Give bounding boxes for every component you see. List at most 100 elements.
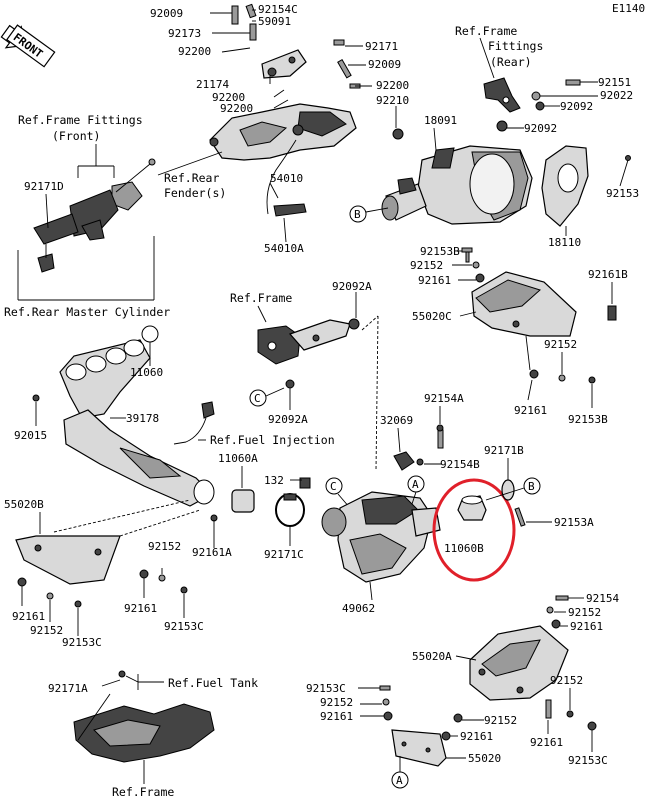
- part-92152-top: 92152: [410, 259, 443, 272]
- part-92152-br: 92152: [568, 606, 601, 619]
- part-92152-br4: 92152: [550, 674, 583, 687]
- callout-c-mid: C: [330, 480, 337, 493]
- callout-c-top: C: [254, 392, 261, 405]
- part-92154a: 92154A: [424, 392, 464, 405]
- part-92200-d: 92200: [220, 102, 253, 115]
- part-55020a: 55020A: [412, 650, 452, 663]
- bracket-55020: [391, 729, 447, 767]
- part-92153c-br2: 92153C: [568, 754, 608, 767]
- part-59091: 59091: [258, 15, 291, 28]
- part-11060b: 11060B: [444, 542, 484, 555]
- frame-crossmember: [73, 703, 215, 763]
- part-92171a-bl: 92171A: [48, 682, 88, 695]
- part-92092-top: 92092: [560, 100, 593, 113]
- part-92161-br4: 92161: [530, 736, 563, 749]
- heat-guard-55020b: [15, 535, 121, 585]
- part-92154-br: 92154: [586, 592, 619, 605]
- ref-fuel-tank: Ref.Fuel Tank: [168, 676, 258, 690]
- part-92022: 92022: [600, 89, 633, 102]
- ref-frame-bottom: Ref.Frame: [112, 785, 174, 799]
- frame-bracket-mid: [257, 318, 360, 365]
- part-92152-left: 92152: [148, 540, 181, 553]
- part-54010: 54010: [270, 172, 303, 185]
- part-92152-mid: 92152: [544, 338, 577, 351]
- part-92200-a: 92200: [178, 45, 211, 58]
- rear-brake-pedal-assembly: [33, 158, 156, 273]
- part-92171c: 92171C: [264, 548, 304, 561]
- ref-frame-fittings-front-line2: (Front): [52, 129, 100, 143]
- part-92171: 92171: [365, 40, 398, 53]
- part-92152-br3: 92152: [484, 714, 517, 727]
- heat-guard-55020c: [471, 271, 577, 337]
- part-92200-b: 92200: [376, 79, 409, 92]
- ref-frame-mid: Ref.Frame: [230, 291, 292, 305]
- part-18091: 18091: [424, 114, 457, 127]
- top-leader-lines: [210, 9, 397, 128]
- highlight-circle: [432, 478, 516, 582]
- part-21174: 21174: [196, 78, 229, 91]
- part-92210: 92210: [376, 94, 409, 107]
- callout-a-bottom: A: [396, 774, 403, 787]
- part-18110: 18110: [548, 236, 581, 249]
- exhaust-header-39178: [59, 339, 215, 507]
- part-92200-c: 92200: [212, 91, 245, 104]
- part-92161a: 92161A: [192, 546, 232, 559]
- ref-frame-fittings-rear-line3: (Rear): [490, 55, 532, 69]
- muffler-end-cap: [541, 145, 589, 227]
- ref-frame-fittings-rear-line1: Ref.Frame: [455, 24, 517, 38]
- part-92015: 92015: [14, 429, 47, 442]
- part-92152-br2: 92152: [320, 696, 353, 709]
- part-92161-top: 92161: [418, 274, 451, 287]
- ref-frame-fittings-front-line1: Ref.Frame Fittings: [18, 113, 143, 127]
- part-55020c: 55020C: [412, 310, 452, 323]
- part-55020: 55020: [468, 752, 501, 765]
- part-92161-br: 92161: [570, 620, 603, 633]
- part-92171b: 92171B: [484, 444, 524, 457]
- part-92153a: 92153A: [554, 516, 594, 529]
- muffler-body: [381, 145, 533, 225]
- part-92171d: 92171D: [24, 180, 64, 193]
- part-92154c: 92154C: [258, 3, 298, 16]
- part-39178: 39178: [126, 412, 159, 425]
- pre-chamber-49062: [321, 491, 441, 583]
- part-92161-br3: 92161: [460, 730, 493, 743]
- part-92152-left2: 92152: [30, 624, 63, 637]
- callout-b-mid: B: [528, 480, 535, 493]
- ref-frame-fittings-rear-line2: Fittings: [488, 39, 543, 53]
- part-32069: 32069: [380, 414, 413, 427]
- callout-a-mid: A: [412, 478, 419, 491]
- part-92153-top: 92153: [606, 187, 639, 200]
- hanger-bracket-assembly: [209, 49, 357, 161]
- ref-rear-master-cylinder: Ref.Rear Master Cylinder: [4, 305, 170, 319]
- part-92092a-mid: 92092A: [332, 280, 372, 293]
- heat-guard-55020a: [469, 625, 569, 701]
- part-92151: 92151: [598, 76, 631, 89]
- part-92153c-left: 92153C: [62, 636, 102, 649]
- part-92009-top: 92009: [150, 7, 183, 20]
- part-92153b-mid: 92153B: [568, 413, 608, 426]
- part-49062: 49062: [342, 602, 375, 615]
- top-small-parts: [231, 3, 361, 89]
- callout-b-top: B: [354, 208, 361, 221]
- part-92161b: 92161B: [588, 268, 628, 281]
- part-132: 132: [264, 474, 284, 487]
- part-11060a: 11060A: [218, 452, 258, 465]
- part-92092-mid: 92092: [524, 122, 557, 135]
- part-92161-mid: 92161: [514, 404, 547, 417]
- part-55020b: 55020B: [4, 498, 44, 511]
- part-92153c-left2: 92153C: [164, 620, 204, 633]
- part-92092a-low: 92092A: [268, 413, 308, 426]
- part-92009-mid: 92009: [368, 58, 401, 71]
- part-92153b-top: 92153B: [420, 245, 460, 258]
- part-92161-left: 92161: [12, 610, 45, 623]
- diagram-id: E1140: [612, 2, 645, 15]
- part-92173: 92173: [168, 27, 201, 40]
- part-92161-br2: 92161: [320, 710, 353, 723]
- part-54010a: 54010A: [264, 242, 304, 255]
- rear-frame-fitting: [483, 77, 521, 113]
- front-arrow-icon: FRONT: [0, 24, 56, 68]
- part-11060: 11060: [130, 366, 163, 379]
- ref-fuel-injection: Ref.Fuel Injection: [210, 433, 335, 447]
